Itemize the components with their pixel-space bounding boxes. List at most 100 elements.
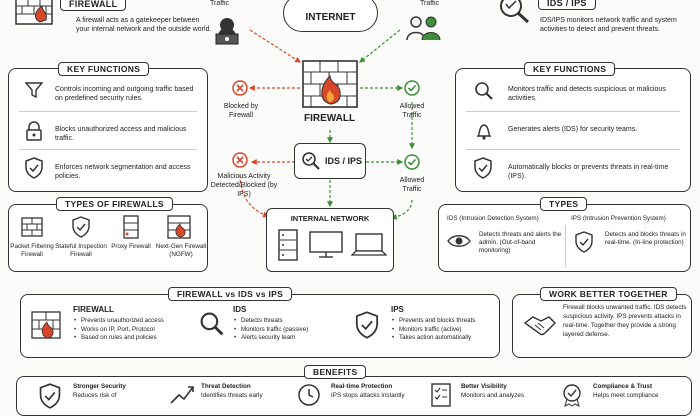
ips-type-title: IPS (Intrusion Prevention System) [571, 215, 666, 222]
list-item: Based on rules and policies [74, 334, 201, 343]
firewall-icon [14, 0, 54, 26]
benefits-panel: Stronger Security Reduces risk of Threat… [16, 376, 692, 416]
firewall-type-4: Next-Gen Firewall (NGFW) [155, 243, 207, 258]
ids-type-title: IDS (Intrusion Detection System) [447, 215, 539, 222]
idsips-description: IDS/IPS monitors network traffic and sys… [540, 17, 677, 33]
ngfw-icon [167, 215, 191, 239]
firewall-flow-label: FIREWALL [304, 113, 356, 124]
server-icon [277, 229, 299, 261]
traffic-label-left: Traffic [210, 0, 230, 7]
right-function-2: Generates alerts (IDS) for security team… [508, 126, 638, 133]
right-function-3: Automatically blocks or prevents threats… [508, 164, 669, 180]
left-key-functions-header: KEY FUNCTIONS [58, 62, 150, 76]
lock-icon [25, 121, 43, 141]
right-key-functions-panel: Monitors traffic and detects suspicious … [455, 68, 691, 192]
internet-cloud: INTERNET [283, 0, 378, 32]
left-function-3: Enforces network segmentation and access… [55, 164, 191, 180]
comparison-ids-title: IDS [233, 305, 247, 314]
benefit-1-title: Stronger Security [73, 383, 126, 390]
left-key-functions-panel: Controls incoming and outgoing traffic b… [8, 68, 208, 192]
together-panel: Firewall blocks unwanted traffic. IDS de… [512, 294, 692, 358]
firewall-type-3: Proxy Firewall [111, 243, 151, 250]
list-item: Alerts security team [234, 334, 341, 343]
list-item: Detects threats [234, 317, 341, 326]
comparison-firewall-title: FIREWALL [73, 305, 114, 314]
handshake-icon [523, 311, 557, 337]
types-of-firewalls-panel: Packet Filtering Firewall Stateful Inspe… [8, 204, 208, 272]
proxy-server-icon [123, 215, 139, 239]
shield-check-icon [355, 311, 379, 339]
checklist-icon [431, 383, 451, 407]
chart-up-icon [169, 383, 195, 405]
blocked-x-icon [232, 80, 248, 96]
packet-filter-icon [21, 217, 43, 237]
users-icon [404, 12, 442, 44]
list-item: Monitors traffic (active) [392, 326, 507, 335]
firewall-brick-icon [302, 60, 358, 108]
hacker-icon [212, 12, 242, 46]
magnifier-shield-icon [301, 151, 321, 171]
benefit-3-title: Real-time Protection [331, 383, 393, 390]
list-item: Prevents unauthorized access [74, 317, 201, 326]
idsips-flow-box: IDS / IPS [294, 143, 366, 179]
malicious-activity-label: Malicious Activity Detected/Blocked (by … [210, 173, 278, 198]
together-text: Firewall blocks unwanted traffic. IDS de… [563, 304, 687, 338]
monitor-icon [309, 231, 343, 259]
clock-shield-icon [297, 383, 321, 407]
right-function-1: Monitors traffic and detects suspicious … [508, 86, 666, 102]
magnifier-icon [199, 311, 225, 337]
right-key-functions-header: KEY FUNCTIONS [524, 62, 616, 76]
shield-check-icon [25, 157, 43, 179]
comparison-ips-list: Prevents and blocks threats Monitors tra… [391, 317, 507, 343]
stateful-shield-icon [71, 216, 91, 238]
idsips-flow-label: IDS / IPS [325, 156, 363, 166]
magnifier-icon [474, 81, 494, 101]
allowed-check-icon-2 [404, 154, 420, 170]
firewall-icon [31, 311, 61, 339]
benefit-2-desc: Identifies threats early [201, 392, 263, 399]
allowed-traffic-label-1: Allowed Traffic [399, 103, 425, 119]
list-item: Prevents and blocks threats [392, 317, 507, 326]
internal-network-label: INTERNAL NETWORK [290, 214, 370, 223]
laptop-icon [351, 233, 387, 257]
benefit-5-title: Compliance & Trust [593, 383, 653, 390]
ips-type-description: Detects and blocks threats in real-time.… [605, 231, 686, 246]
types-idsips-header: TYPES [540, 197, 588, 211]
firewall-description: A firewall acts as a gatekeeper between … [76, 17, 212, 33]
comparison-firewall-list: Prevents unauthorized access Works on IP… [73, 317, 201, 343]
idsips-title: IDS / IPS [538, 0, 596, 10]
shield-check-icon [575, 231, 593, 253]
benefit-4-title: Better Visibility [461, 383, 507, 390]
benefit-2-title: Threat Detection [201, 383, 251, 390]
left-function-1: Controls incoming and outgoing traffic b… [55, 86, 194, 102]
allowed-traffic-label-2: Allowed Traffic [399, 177, 425, 193]
ids-type-description: Detects threats and alerts the admin. (O… [479, 231, 562, 254]
traffic-label-right: Traffic [420, 0, 440, 7]
types-of-firewalls-header: TYPES OF FIREWALLS [56, 197, 173, 211]
comparison-header: FIREWALL vs IDS vs IPS [168, 287, 293, 301]
left-function-2: Blocks unauthorized access and malicious… [55, 126, 187, 142]
eye-icon [447, 233, 471, 249]
firewall-type-1: Packet Filtering Firewall [10, 243, 54, 258]
comparison-ids-list: Detects threats Monitors traffic (passiv… [233, 317, 341, 343]
list-item: Takes action automatically [392, 334, 507, 343]
comparison-panel: FIREWALL Prevents unauthorized access Wo… [20, 294, 500, 358]
malicious-x-icon [232, 152, 248, 168]
shield-check-icon [39, 383, 61, 409]
magnifier-shield-icon [496, 0, 532, 24]
benefit-1-desc: Reduces risk of [73, 392, 117, 399]
benefit-4-desc: Monitors and analyzes [461, 392, 525, 399]
firewall-title: FIREWALL [60, 0, 127, 11]
funnel-icon [25, 81, 43, 99]
blocked-by-firewall-label: Blocked by Firewall [223, 103, 259, 119]
firewall-type-2: Stateful Inspection Firewall [55, 243, 107, 258]
internet-label: INTERNET [305, 12, 356, 23]
types-idsips-panel: IDS (Intrusion Detection System) IPS (In… [438, 204, 691, 272]
badge-check-icon [561, 383, 583, 407]
bell-icon [474, 121, 494, 141]
together-header: WORK BETTER TOGETHER [540, 287, 677, 301]
benefit-3-desc: IPS stops attacks instantly [331, 392, 405, 399]
allowed-check-icon [404, 80, 420, 96]
benefits-header: BENEFITS [304, 365, 367, 379]
internal-network-box: INTERNAL NETWORK [266, 208, 394, 272]
